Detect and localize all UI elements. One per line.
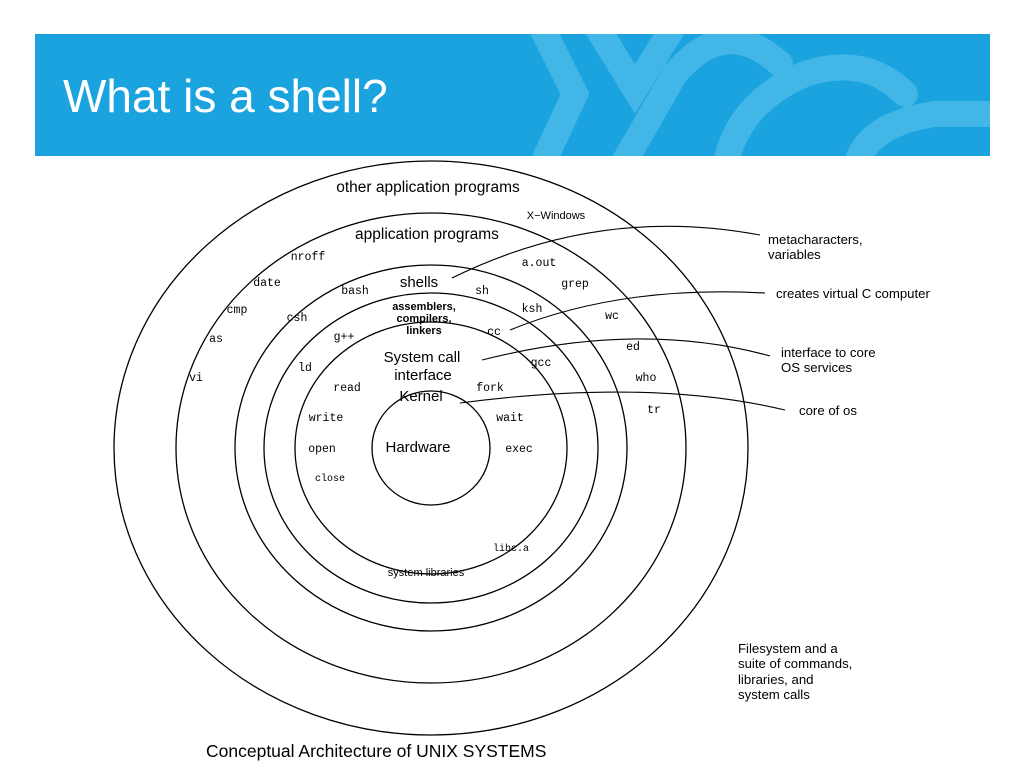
cmd-ed: ed — [626, 341, 640, 354]
cmd-as: as — [209, 333, 223, 346]
cmd-a-out: a.out — [522, 257, 557, 270]
cmd-bash: bash — [341, 285, 369, 298]
title-banner: What is a shell? — [35, 34, 990, 156]
cmd-wait: wait — [496, 412, 524, 425]
layer-ring-hardware — [371, 390, 491, 506]
diagram-caption: Conceptual Architecture of UNIX SYSTEMS — [206, 741, 547, 761]
label-assemblers: assemblers, — [392, 301, 456, 313]
leader-virtual-c — [509, 291, 766, 331]
label-application-programs: application programs — [355, 226, 499, 243]
cmd-who: who — [636, 372, 657, 385]
label-kernel: Kernel — [399, 388, 442, 405]
cmd-ksh: ksh — [522, 303, 543, 316]
layer-ring-app-programs — [175, 212, 687, 684]
label-other-application-programs: other application programs — [336, 179, 520, 196]
callout-variables: variables — [768, 247, 821, 262]
cmd-g-plus: g++ — [334, 331, 355, 344]
label-shells: shells — [400, 274, 438, 291]
cmd-tr: tr — [647, 404, 661, 417]
cmd-nroff: nroff — [291, 251, 326, 264]
label-compilers: compilers, — [396, 313, 451, 325]
cmd-cc: cc — [487, 326, 501, 339]
cmd-read: read — [333, 382, 361, 395]
cmd-fork: fork — [476, 382, 504, 395]
cmd-vi: vi — [189, 372, 203, 385]
layer-ring-other-apps — [113, 160, 749, 736]
cmd-csh: csh — [287, 312, 308, 325]
cmd-exec: exec — [505, 443, 533, 456]
label-system-libraries: system libraries — [388, 567, 465, 579]
leader-interface-core — [481, 338, 771, 361]
slide-title: What is a shell? — [63, 70, 388, 122]
callout-interface-core: interface to core — [781, 345, 876, 360]
cmd-grep: grep — [561, 278, 589, 291]
callout-metacharacters: metacharacters, — [768, 232, 863, 247]
leader-core-os — [459, 391, 786, 411]
label-system-call: System call — [384, 349, 461, 366]
cmd-wc: wc — [605, 310, 619, 323]
note-line: Filesystem and a — [738, 641, 838, 656]
note-line: libraries, and — [738, 671, 814, 687]
filesystem-note: Filesystem and a suite of commands, libr… — [738, 641, 938, 702]
layer-ring-system-call — [294, 321, 568, 575]
cmd-sh: sh — [475, 285, 489, 298]
label-hardware: Hardware — [385, 439, 450, 456]
layer-ring-shells — [234, 264, 628, 632]
callout-virtual-c: creates virtual C computer — [776, 286, 931, 301]
note-line: system calls — [738, 686, 810, 702]
cmd-close: close — [315, 473, 345, 485]
cmd-write: write — [309, 412, 344, 425]
cmd-gcc: gcc — [531, 357, 552, 370]
label-linkers: linkers — [406, 325, 441, 337]
cmd-libc-a: libc.a — [493, 543, 529, 555]
callout-os-services: OS services — [781, 360, 852, 375]
cmd-open: open — [308, 443, 336, 456]
cmd-ld: ld — [298, 362, 312, 375]
leader-metacharacters — [451, 225, 761, 279]
cmd-cmp: cmp — [227, 304, 248, 317]
cmd-date: date — [253, 277, 281, 290]
callout-core-os: core of os — [799, 403, 857, 418]
note-line: suite of commands, — [738, 656, 853, 672]
layer-ring-assemblers — [263, 292, 599, 604]
label-x-windows: X−Windows — [527, 210, 586, 222]
label-interface: interface — [394, 367, 452, 384]
banner-motif — [530, 34, 990, 156]
